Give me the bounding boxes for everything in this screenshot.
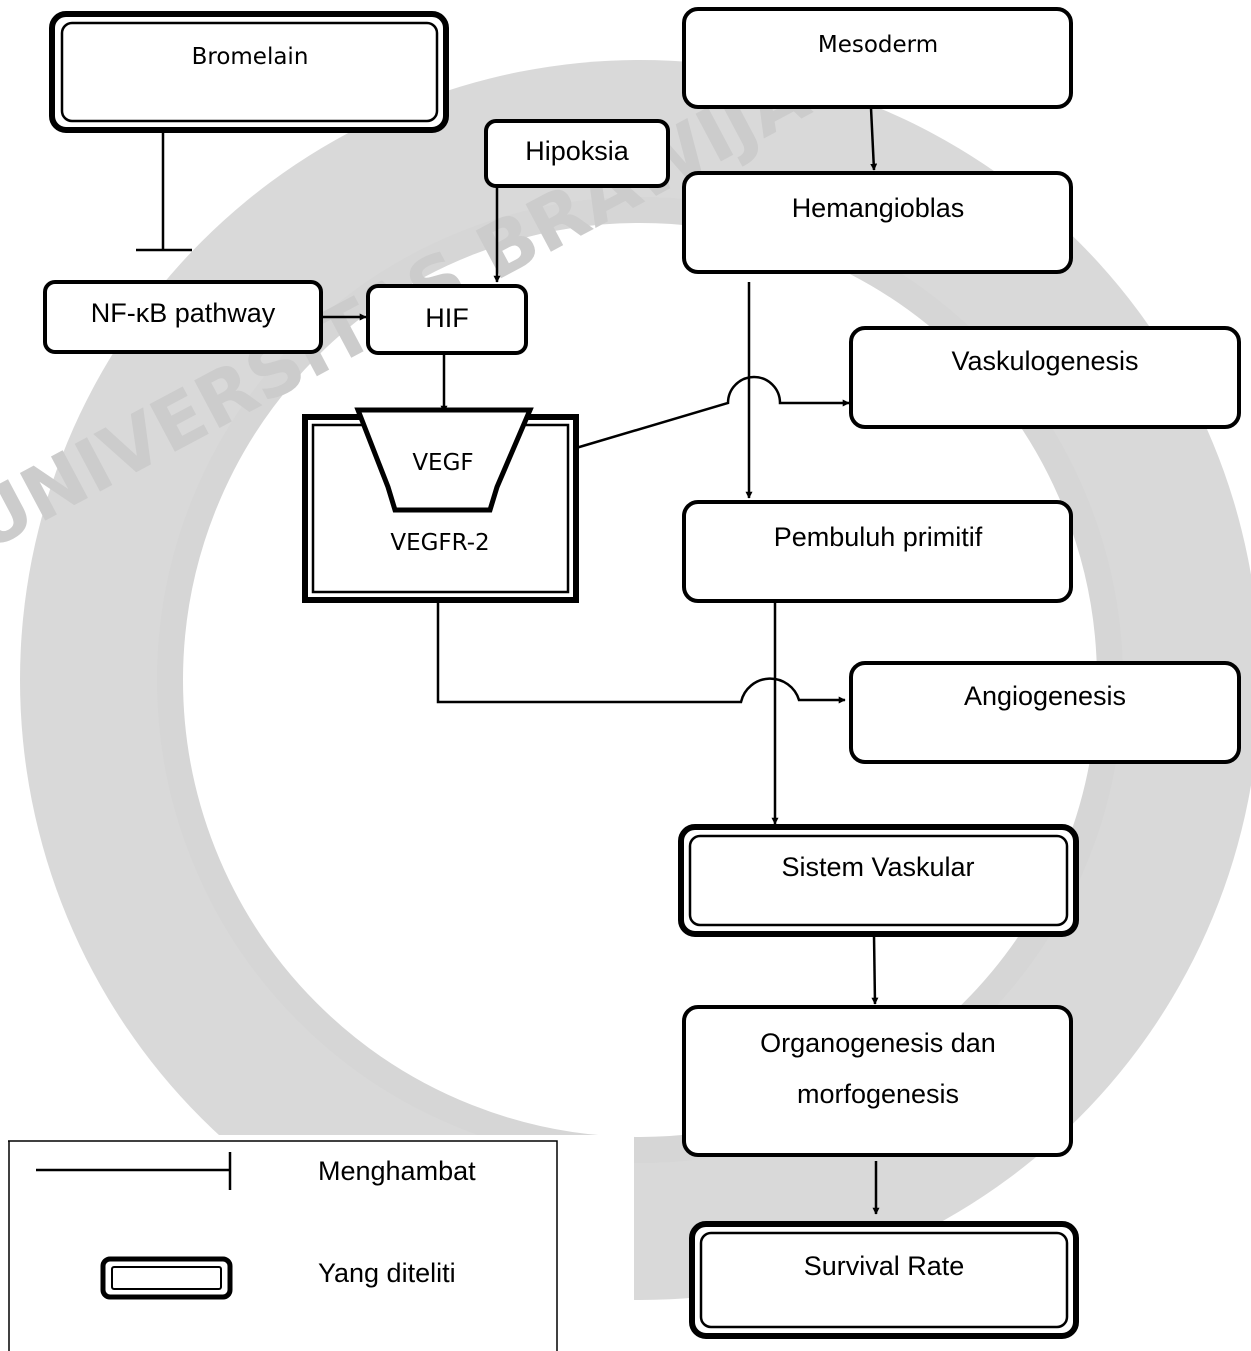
hif-label: HIF — [425, 303, 469, 333]
bromelain-label: Bromelain — [192, 44, 309, 70]
hemangioblas-label: Hemangioblas — [792, 193, 965, 223]
node-vaskulogenesis: Vaskulogenesis — [849, 326, 1241, 429]
node-survival-rate: Survival Rate — [689, 1221, 1079, 1339]
node-nfkb: NF-κB pathway — [43, 280, 323, 354]
node-hipoksia: Hipoksia — [484, 119, 670, 188]
legend-inhibit-label: Menghambat — [318, 1156, 476, 1186]
organogenesis-label-2: morfogenesis — [797, 1079, 959, 1109]
mesoderm-label: Mesoderm — [818, 32, 938, 58]
arrow-vegf-vaskulogenesis — [575, 375, 850, 450]
hipoksia-label: Hipoksia — [525, 136, 630, 166]
node-vegf-vegfr2: VEGF VEGFR-2 — [302, 407, 579, 603]
node-hif: HIF — [366, 284, 528, 355]
node-angiogenesis: Angiogenesis — [849, 661, 1241, 764]
node-sistem-vaskular: Sistem Vaskular — [678, 824, 1079, 937]
organogenesis-label-1: Organogenesis dan — [760, 1028, 996, 1058]
connectors — [136, 107, 880, 1215]
vegfr2-label: VEGFR-2 — [390, 530, 489, 556]
arrow-sistem-organogenesis — [871, 934, 879, 1005]
sistem-vaskular-label: Sistem Vaskular — [781, 852, 974, 882]
node-organogenesis: Organogenesis dan morfogenesis — [682, 1005, 1073, 1157]
arrow-vegfr2-angiogenesis — [436, 601, 846, 704]
node-mesoderm: Mesoderm — [682, 7, 1073, 109]
node-bromelain: Bromelain — [49, 11, 449, 133]
arrow-mesoderm-hemangioblas — [869, 107, 878, 171]
nfkb-label: NF-κB pathway — [91, 298, 276, 328]
legend-studied-label: Yang diteliti — [318, 1258, 456, 1288]
legend-border — [8, 1140, 558, 1351]
survival-rate-label: Survival Rate — [804, 1251, 965, 1281]
node-hemangioblas: Hemangioblas — [682, 171, 1073, 274]
angiogenesis-label: Angiogenesis — [964, 681, 1126, 711]
legend: Menghambat Yang diteliti — [8, 1135, 634, 1351]
vegf-label: VEGF — [412, 450, 473, 476]
legend-studied-box — [100, 1256, 233, 1300]
pembuluh-label: Pembuluh primitif — [774, 522, 983, 552]
vegf-trapezoid — [354, 407, 534, 513]
vaskulogenesis-label: Vaskulogenesis — [951, 346, 1138, 376]
node-pembuluh-primitif: Pembuluh primitif — [682, 500, 1073, 603]
